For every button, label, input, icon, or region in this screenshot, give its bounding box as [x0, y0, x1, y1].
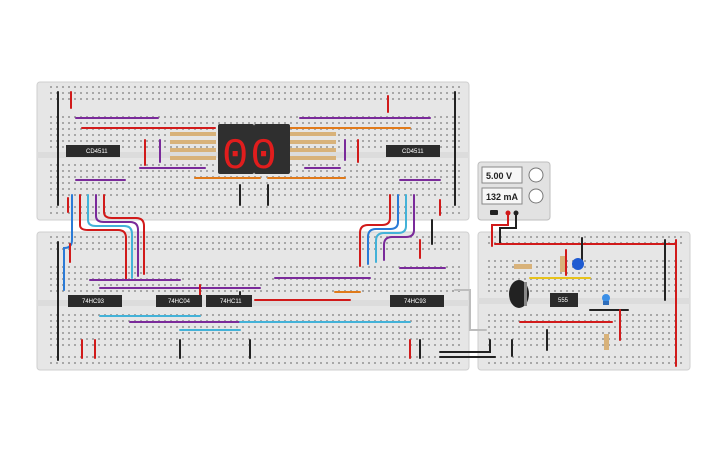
chip-cd4511-left[interactable]: CD4511 — [66, 145, 120, 157]
chip-label: CD4511 — [86, 149, 108, 155]
chip-cd4511-right[interactable]: CD4511 — [386, 145, 440, 157]
chip-74hc04[interactable]: 74HC04 — [156, 295, 202, 307]
voltage-knob-icon[interactable] — [528, 167, 544, 183]
display-digits: 00 — [222, 132, 279, 182]
led-blue-icon[interactable] — [602, 294, 610, 305]
power-supply[interactable]: 5.00 V 132 mA — [477, 161, 551, 221]
wires-bottom[interactable] — [57, 219, 496, 361]
resistor-small-3[interactable] — [604, 334, 609, 350]
resistor-bank-right[interactable] — [290, 132, 336, 160]
capacitor-electrolytic[interactable] — [509, 280, 529, 308]
chip-label: 74HC11 — [220, 299, 242, 305]
voltage-readout: 5.00 V — [486, 171, 512, 181]
resistor-small-2[interactable] — [560, 256, 565, 272]
chip-label: 74HC93 — [82, 299, 105, 305]
wires-cross[interactable] — [63, 194, 415, 291]
chip-74hc11[interactable]: 74HC11 — [206, 295, 252, 307]
power-switch-icon[interactable] — [490, 210, 498, 215]
resistor-bank-left[interactable] — [170, 132, 216, 160]
chip-74hc93-left[interactable]: 74HC93 — [68, 295, 122, 307]
resistor-small-1[interactable] — [514, 264, 532, 269]
chip-555[interactable]: 555 — [550, 293, 578, 307]
chip-label: 555 — [558, 298, 569, 304]
current-knob-icon[interactable] — [528, 188, 544, 204]
chip-label: CD4511 — [402, 149, 424, 155]
chip-label: 74HC04 — [168, 299, 191, 305]
wires-small-board[interactable] — [491, 212, 677, 367]
breadboard-small[interactable] — [477, 231, 691, 371]
chip-label: 74HC93 — [404, 299, 427, 305]
chip-74hc93-right[interactable]: 74HC93 — [390, 295, 444, 307]
current-readout: 132 mA — [486, 192, 519, 202]
wires-top[interactable] — [57, 91, 456, 216]
seven-segment-display[interactable]: 00 — [218, 124, 290, 182]
capacitor-ceramic[interactable] — [572, 258, 584, 270]
